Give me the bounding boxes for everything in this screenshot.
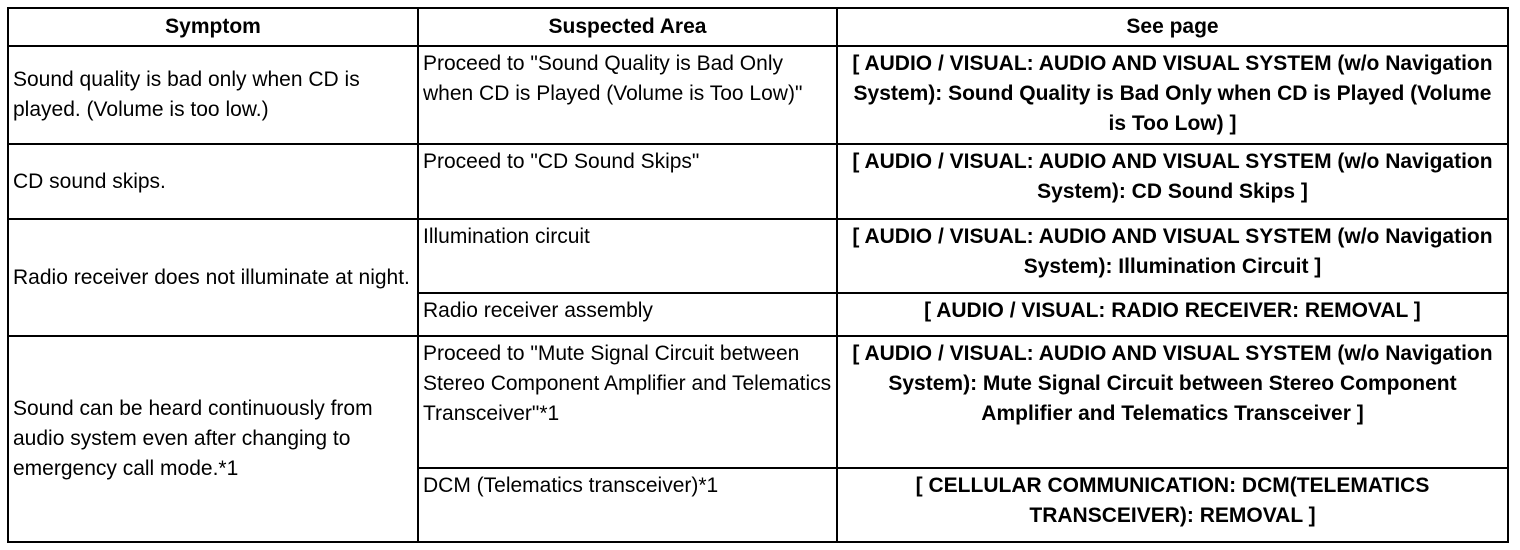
suspected-area-cell: DCM (Telematics transceiver)*1 <box>417 467 838 543</box>
header-symptom: Symptom <box>7 7 419 47</box>
suspected-area-cell: Radio receiver assembly <box>417 291 838 337</box>
suspected-area-cell: Proceed to "Mute Signal Circuit between … <box>417 334 838 470</box>
symptom-cell: Sound can be heard continuously from aud… <box>7 334 419 544</box>
troubleshooting-table: Symptom Suspected Area See page Sound qu… <box>7 7 1509 544</box>
table-row: Sound can be heard continuously from aud… <box>7 334 1509 544</box>
symptom-cell: Sound quality is bad only when CD is pla… <box>7 45 419 145</box>
table-row: Radio receiver assembly [ AUDIO / VISUAL… <box>8 291 1509 337</box>
table-row: CD sound skips. Proceed to "CD Sound Ski… <box>7 142 1509 221</box>
symptom-cell: CD sound skips. <box>7 142 419 221</box>
header-see-page: See page <box>836 7 1509 47</box>
table-row: Sound quality is bad only when CD is pla… <box>7 45 1509 145</box>
suspected-area-cell: Illumination circuit <box>417 218 838 294</box>
see-page-cell: [ AUDIO / VISUAL: AUDIO AND VISUAL SYSTE… <box>836 142 1509 221</box>
suspected-area-cell: Proceed to "Sound Quality is Bad Only wh… <box>417 45 838 145</box>
see-page-cell: [ AUDIO / VISUAL: RADIO RECEIVER: REMOVA… <box>836 291 1509 337</box>
table-row: Radio receiver does not illuminate at ni… <box>7 218 1509 337</box>
suspected-area-cell: Proceed to "CD Sound Skips" <box>417 142 838 221</box>
see-page-cell: [ CELLULAR COMMUNICATION: DCM(TELEMATICS… <box>836 467 1509 543</box>
see-page-cell: [ AUDIO / VISUAL: AUDIO AND VISUAL SYSTE… <box>836 218 1509 294</box>
see-page-cell: [ AUDIO / VISUAL: AUDIO AND VISUAL SYSTE… <box>836 45 1509 145</box>
see-page-cell: [ AUDIO / VISUAL: AUDIO AND VISUAL SYSTE… <box>836 334 1509 470</box>
symptom-cell: Radio receiver does not illuminate at ni… <box>7 218 419 337</box>
header-suspected-area: Suspected Area <box>417 7 838 47</box>
header-row: Symptom Suspected Area See page <box>7 7 1509 47</box>
table-row: DCM (Telematics transceiver)*1 [ CELLULA… <box>8 467 1509 543</box>
